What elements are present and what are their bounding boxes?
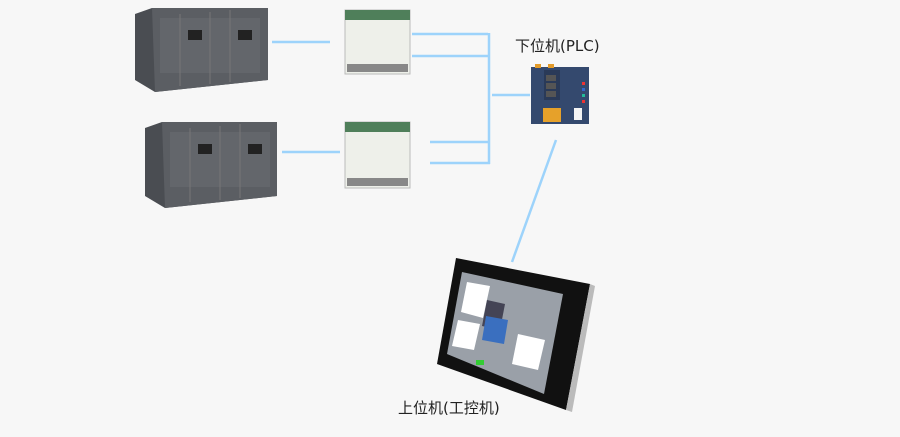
connection-lines xyxy=(272,32,558,263)
plc-label: 下位机(PLC) xyxy=(515,37,600,55)
plc-device xyxy=(531,64,589,124)
dryer-2 xyxy=(344,121,411,189)
line-plc-to-ipc xyxy=(510,139,558,263)
air-compressor-1 xyxy=(135,8,268,92)
air-compressor-2 xyxy=(145,122,277,208)
industrial-pc xyxy=(437,258,595,412)
ipc-label: 上位机(工控机) xyxy=(398,399,500,417)
dryer-1 xyxy=(344,9,411,75)
